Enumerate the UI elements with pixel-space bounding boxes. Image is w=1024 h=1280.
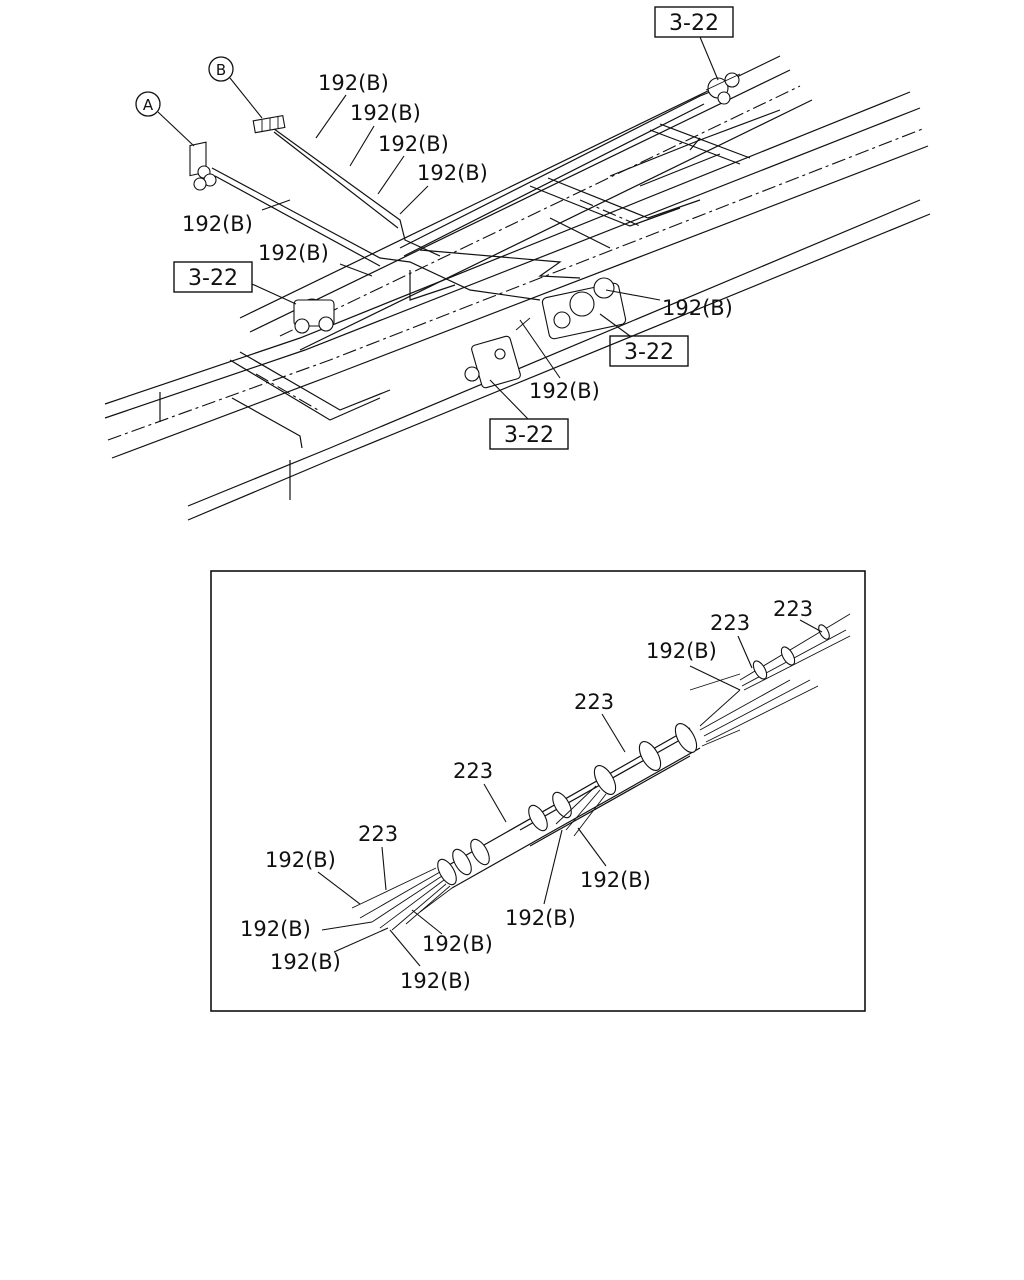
ref-top-text: 3-22 bbox=[669, 11, 719, 36]
valve-right-part bbox=[541, 277, 627, 340]
ref-left-text: 3-22 bbox=[188, 266, 238, 291]
harness-detail-drawing bbox=[351, 613, 851, 931]
detail-192b-6: 192(B) bbox=[400, 969, 471, 993]
ref-bottom-text: 3-22 bbox=[504, 423, 554, 448]
upper-part-labels: 192(B) 192(B) 192(B) 192(B) 192(B) 192(B… bbox=[182, 71, 733, 403]
detail-223-3: 223 bbox=[574, 690, 614, 714]
valve-left-part bbox=[293, 298, 335, 334]
ref-box-bottom: 3-22 bbox=[489, 379, 569, 450]
callout-b-text: B bbox=[216, 61, 226, 79]
detail-223-labels: 223 223 223 223 223 bbox=[358, 597, 823, 891]
ref-box-left: 3-22 bbox=[173, 261, 297, 305]
connector-a-part bbox=[189, 141, 217, 191]
callout-a-text: A bbox=[143, 96, 154, 114]
callout-b: B bbox=[208, 56, 263, 119]
detail-223-1: 223 bbox=[773, 597, 813, 621]
ref-box-top: 3-22 bbox=[654, 6, 734, 81]
connector-b-part bbox=[252, 115, 286, 134]
upper-label-8: 192(B) bbox=[529, 379, 600, 403]
ref-box-right: 3-22 bbox=[599, 313, 689, 367]
detail-223-5: 223 bbox=[358, 822, 398, 846]
detail-192b-8: 192(B) bbox=[505, 906, 576, 930]
detail-223-2: 223 bbox=[710, 611, 750, 635]
harness-wires bbox=[211, 87, 721, 301]
ref-right-text: 3-22 bbox=[624, 340, 674, 365]
detail-192b-4: 192(B) bbox=[270, 950, 341, 974]
chassis-frame-drawing bbox=[104, 55, 931, 521]
upper-label-7: 192(B) bbox=[662, 296, 733, 320]
detail-192b-7: 192(B) bbox=[580, 868, 651, 892]
detail-192b-2: 192(B) bbox=[265, 848, 336, 872]
upper-label-4: 192(B) bbox=[417, 161, 488, 185]
upper-label-2: 192(B) bbox=[350, 101, 421, 125]
callout-a: A bbox=[135, 91, 195, 147]
upper-label-1: 192(B) bbox=[318, 71, 389, 95]
detail-192b-5: 192(B) bbox=[422, 932, 493, 956]
detail-192b-1: 192(B) bbox=[646, 639, 717, 663]
valve-top-right-part bbox=[705, 72, 741, 105]
upper-label-5: 192(B) bbox=[182, 212, 253, 236]
detail-inset-frame bbox=[210, 570, 866, 1012]
detail-223-4: 223 bbox=[453, 759, 493, 783]
detail-192b-labels: 192(B) 192(B) 192(B) 192(B) 192(B) 192(B… bbox=[240, 639, 741, 993]
valve-center-part bbox=[464, 317, 531, 389]
detail-192b-3: 192(B) bbox=[240, 917, 311, 941]
upper-label-3: 192(B) bbox=[378, 132, 449, 156]
upper-label-6: 192(B) bbox=[258, 241, 329, 265]
